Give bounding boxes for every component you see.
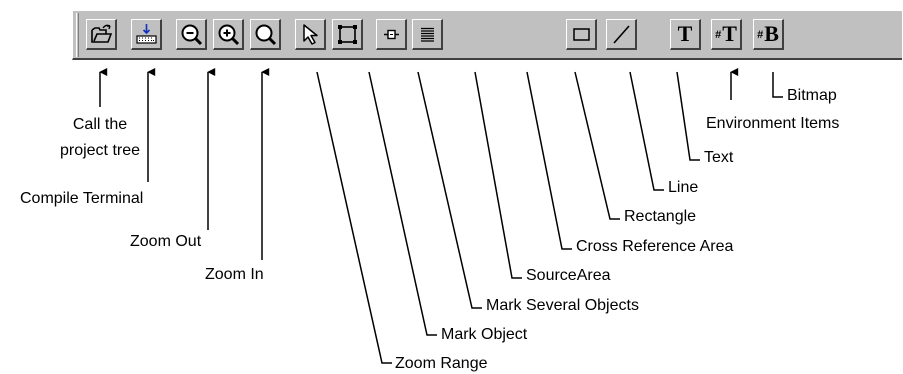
call-project-tree-button[interactable]	[86, 19, 117, 50]
text-button[interactable]: T	[670, 19, 701, 50]
compile-terminal-button[interactable]	[131, 19, 162, 50]
rectangle-button[interactable]	[566, 19, 597, 50]
hash-t-icon: #T	[715, 20, 737, 46]
arrow-cursor-icon	[302, 23, 318, 45]
zoom-range-button[interactable]	[250, 19, 281, 50]
hash-b-icon: #B	[757, 20, 779, 46]
label-line: Line	[668, 179, 699, 196]
line-button[interactable]	[606, 19, 637, 50]
source-area-icon	[383, 29, 399, 39]
label-call-project-tree-line2: project tree	[59, 142, 141, 159]
label-mark-object: Mark Object	[441, 326, 528, 343]
label-environment-items: Environment Items	[706, 115, 840, 132]
selection-frame-icon	[337, 24, 357, 44]
label-bitmap: Bitmap	[787, 87, 837, 104]
zoom-out-button[interactable]	[176, 19, 207, 50]
callout-text	[676, 71, 700, 161]
label-mark-several-objects: Mark Several Objects	[486, 297, 639, 314]
hash-t-prefix: #	[715, 28, 722, 41]
text-t-icon: T	[677, 21, 693, 46]
toolbar: T #T #B	[72, 10, 902, 60]
label-zoom-in: Zoom In	[205, 266, 264, 283]
label-text: Text	[704, 149, 734, 166]
rectangle-icon	[572, 27, 590, 41]
label-call-project-tree-line1: Call the	[72, 116, 128, 133]
mark-object-button[interactable]	[295, 19, 326, 50]
environment-items-button[interactable]: #T	[711, 19, 742, 50]
bitmap-button[interactable]: #B	[753, 19, 784, 50]
callout-bitmap	[772, 72, 783, 98]
label-zoom-out: Zoom Out	[130, 233, 202, 250]
callout-source-area	[474, 71, 522, 279]
cross-reference-area-button[interactable]	[412, 19, 443, 50]
label-rectangle: Rectangle	[624, 208, 697, 225]
magnifier-minus-icon	[181, 24, 202, 45]
toolbar-grip	[76, 13, 79, 57]
keyboard-arrow-icon	[135, 23, 157, 44]
magnifier-icon	[255, 24, 276, 45]
line-icon	[612, 24, 630, 44]
callout-cross-reference-area	[526, 71, 572, 250]
callout-line	[629, 71, 664, 191]
lines-list-icon	[420, 27, 434, 42]
zoom-in-button[interactable]	[213, 19, 244, 50]
callout-mark-object	[368, 71, 437, 336]
hash-t-letter: T	[722, 20, 737, 46]
label-cross-reference-area: Cross Reference Area	[576, 238, 734, 255]
hash-b-prefix: #	[757, 28, 764, 41]
label-zoom-range: Zoom Range	[395, 355, 488, 372]
callout-zoom-range	[316, 71, 392, 364]
source-area-button[interactable]	[376, 19, 407, 50]
hash-b-letter: B	[764, 20, 779, 46]
callout-rectangle	[574, 71, 620, 220]
callout-mark-several-objects	[417, 71, 482, 309]
label-source-area: SourceArea	[526, 267, 611, 284]
label-compile-terminal: Compile Terminal	[20, 190, 144, 207]
mark-several-objects-button[interactable]	[332, 19, 363, 50]
magnifier-plus-icon	[218, 24, 239, 45]
folder-open-icon	[90, 24, 112, 43]
